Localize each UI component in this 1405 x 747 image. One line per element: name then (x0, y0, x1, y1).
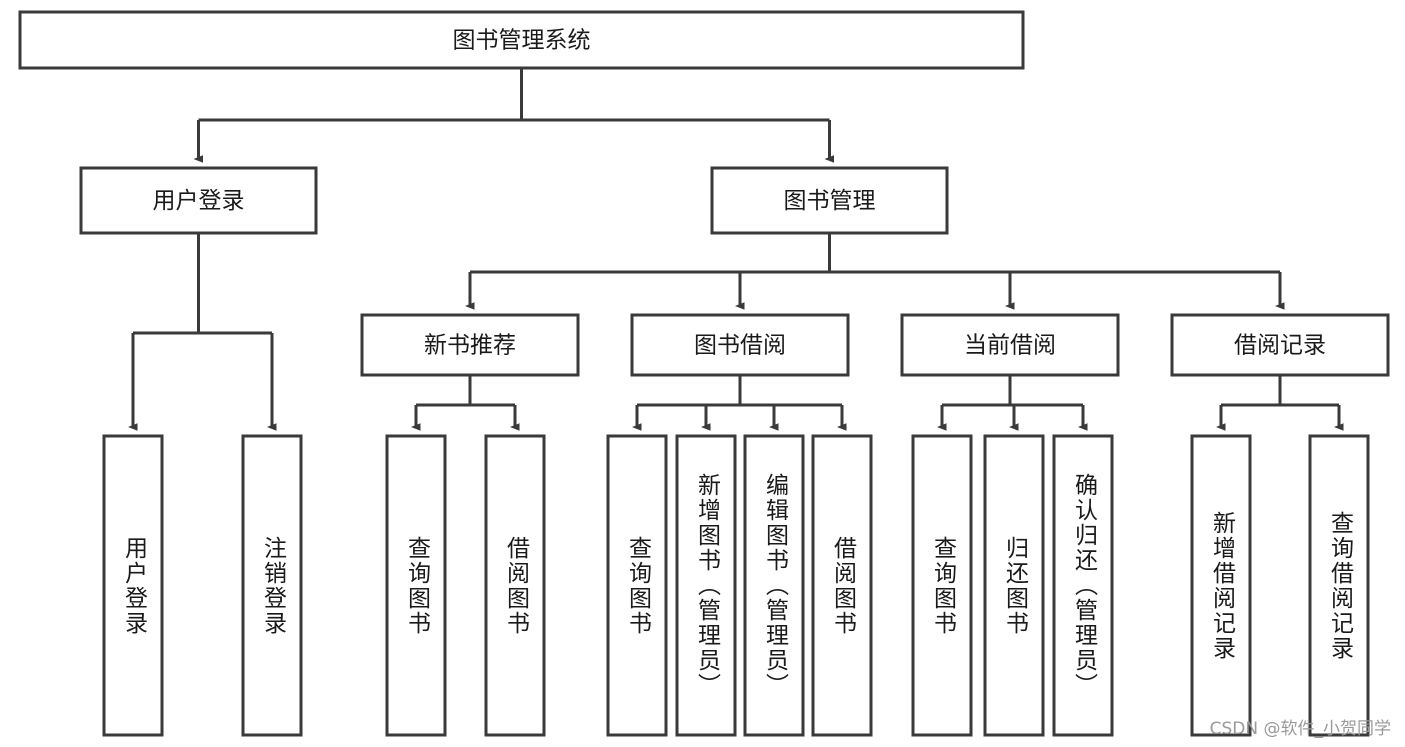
node-user-login[interactable]: 用户登录 (79, 166, 318, 235)
node-label: 借阅记录 (1234, 333, 1326, 359)
node-label: 查询图书 (403, 535, 430, 636)
node-label: 图书借阅 (694, 333, 786, 359)
node-label: 编辑图书（管理员） (761, 473, 788, 698)
node-leaf-user-logout[interactable]: 注销登录 (241, 434, 303, 737)
node-current-borrow[interactable]: 当前借阅 (900, 313, 1120, 377)
node-label: 借阅图书 (829, 535, 856, 636)
node-label: 新书推荐 (424, 333, 516, 359)
node-label: 归还图书 (1001, 535, 1028, 636)
node-new-book-recommend[interactable]: 新书推荐 (360, 313, 580, 377)
node-book-borrow[interactable]: 图书借阅 (630, 313, 850, 377)
node-leaf-query-book-2[interactable]: 查询图书 (606, 434, 668, 737)
node-label: 新增借阅记录 (1208, 510, 1235, 661)
node-leaf-add-record[interactable]: 新增借阅记录 (1190, 434, 1252, 737)
node-label: 当前借阅 (964, 333, 1056, 359)
node-root[interactable]: 图书管理系统 (18, 10, 1025, 70)
node-label: 图书管理系统 (453, 28, 591, 54)
node-leaf-borrow-book-2[interactable]: 借阅图书 (811, 434, 873, 737)
edge-layer (128, 68, 1344, 431)
node-layer: 图书管理系统用户登录图书管理新书推荐图书借阅当前借阅借阅记录用户登录注销登录查询… (18, 10, 1390, 737)
node-leaf-edit-book[interactable]: 编辑图书（管理员） (743, 434, 805, 737)
node-label: 查询借阅记录 (1326, 510, 1353, 661)
node-leaf-query-record[interactable]: 查询借阅记录 (1308, 434, 1370, 737)
node-leaf-query-book-3[interactable]: 查询图书 (911, 434, 973, 737)
node-leaf-borrow-book-1[interactable]: 借阅图书 (484, 434, 546, 737)
node-label: 确认归还（管理员） (1070, 473, 1097, 698)
node-leaf-confirm-return[interactable]: 确认归还（管理员） (1052, 434, 1114, 737)
node-leaf-add-book[interactable]: 新增图书（管理员） (675, 434, 737, 737)
node-label: 用户登录 (120, 535, 147, 636)
node-label: 注销登录 (259, 535, 286, 636)
node-label: 查询图书 (929, 535, 956, 636)
node-label: 新增图书（管理员） (693, 473, 720, 698)
node-book-manage[interactable]: 图书管理 (710, 166, 949, 235)
node-leaf-query-book-1[interactable]: 查询图书 (385, 434, 447, 737)
node-label: 查询图书 (624, 535, 651, 636)
node-label: 图书管理 (784, 188, 876, 214)
node-label: 借阅图书 (502, 535, 529, 636)
node-borrow-record[interactable]: 借阅记录 (1170, 313, 1390, 377)
node-label: 用户登录 (153, 188, 245, 214)
node-leaf-return-book[interactable]: 归还图书 (983, 434, 1045, 737)
watermark-text: CSDN @软件_小贺同学 (1209, 719, 1391, 739)
node-leaf-user-login[interactable]: 用户登录 (102, 434, 164, 737)
